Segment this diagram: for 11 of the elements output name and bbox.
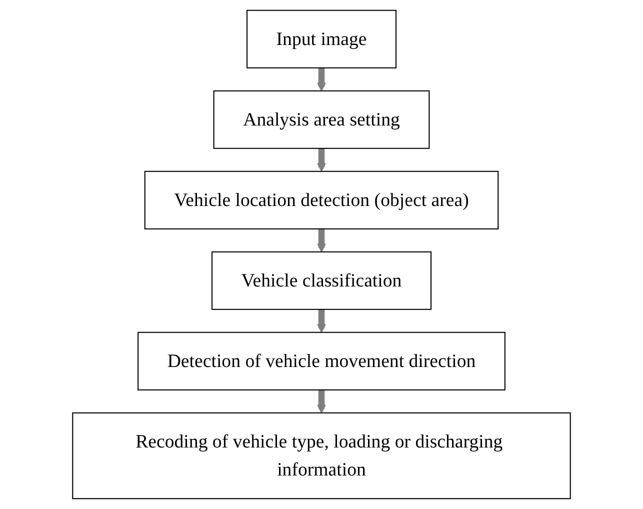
node-box: Vehicle location detection (object area)	[144, 170, 499, 230]
arrow	[316, 66, 326, 92]
arrow	[316, 388, 326, 414]
node-box: Analysis area setting	[213, 90, 430, 149]
node-box: Input image	[246, 10, 396, 68]
node-box: Recoding of vehicle type, loading or discharging information	[72, 412, 571, 500]
node-box: Vehicle classification	[211, 251, 432, 310]
node-box: Detection of vehicle movement direction	[138, 332, 506, 390]
arrow	[316, 147, 326, 172]
arrow	[316, 308, 326, 333]
arrow	[316, 228, 326, 252]
